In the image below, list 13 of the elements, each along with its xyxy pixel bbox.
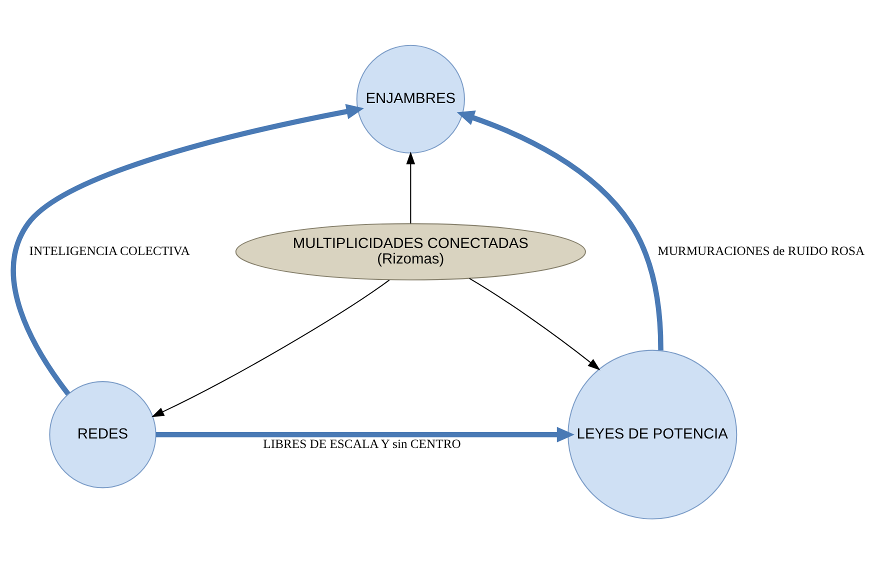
arrow [151,280,390,418]
node-circle: REDES [49,381,156,488]
edge-label: LIBRES DE ESCALA Y sin CENTRO [263,436,461,451]
edge-label: INTELIGENCIA COLECTIVA [29,244,190,258]
arrow [456,110,664,350]
node-circle: ENJAMBRES [356,44,465,154]
arrow [406,152,416,224]
arrow [156,426,574,442]
node-ellipse: MULTIPLICIDADES CONECTADAS (Rizomas) [235,223,586,280]
edge-label: MURMURACIONES de RUIDO ROSA [658,244,865,258]
node-circle: LEYES DE POTENCIA [568,350,738,520]
arrow [10,104,364,396]
arrow [469,278,600,370]
